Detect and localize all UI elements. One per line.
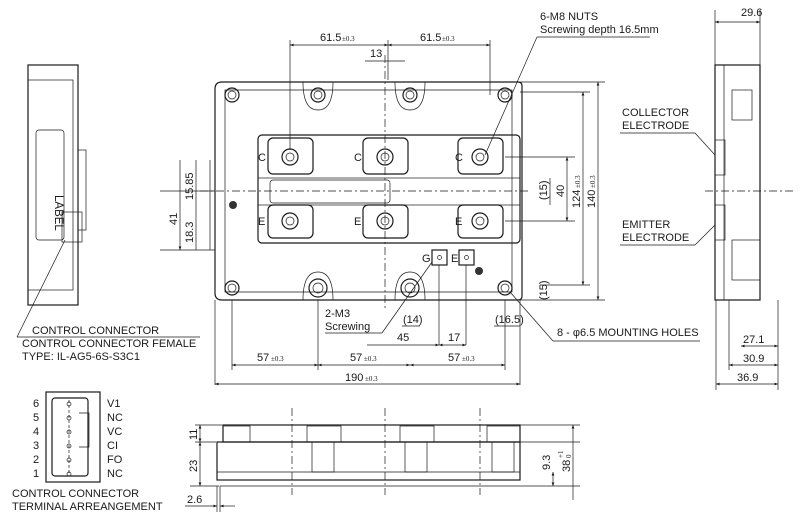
terminal-g-label: G — [422, 253, 431, 265]
bottom-side-view: 11 23 2.6 9.3 38 +1 0 — [185, 408, 580, 512]
mounting-holes — [224, 81, 513, 301]
dim-offset: 13 — [370, 48, 382, 60]
dim-15-bottom: (15) — [538, 280, 550, 300]
dim-tolerance: ±0.3 — [271, 355, 284, 363]
pin-number: 5 — [33, 412, 39, 424]
emitter-label: EMITTER — [622, 219, 670, 231]
nuts-label: 6-M8 NUTS — [540, 11, 598, 23]
pin-number: 3 — [33, 440, 39, 452]
dim-pitch-right: 61.5 — [420, 32, 441, 44]
terminal-c-label: C — [455, 152, 463, 164]
m3-label: 2-M3 — [325, 308, 350, 320]
dim-tolerance: ±0.3 — [442, 35, 455, 43]
connector-caption: CONTROL CONNECTOR — [12, 488, 139, 500]
top-view: C C C E E E G E — [200, 55, 530, 310]
terminal-e-label: E — [258, 216, 265, 228]
dim-57: 57 — [350, 352, 362, 364]
dim-15-85: 15.85 — [184, 172, 196, 200]
dim-38-tol-plus: +1 — [557, 450, 565, 458]
connector-pin — [66, 471, 72, 477]
nuts-depth-label: Screwing depth 16.5mm — [540, 24, 659, 36]
dim-tolerance: ±0.3 — [364, 355, 377, 363]
dim-30-9: 30.9 — [743, 353, 764, 365]
terminal-e-label: E — [354, 216, 361, 228]
dim-38: 38 — [561, 460, 573, 472]
connector-pin — [66, 415, 72, 421]
terminals: C C C E E E G E — [229, 137, 504, 275]
pin-name: FO — [107, 454, 123, 466]
collector-label: COLLECTOR — [622, 107, 689, 119]
dim-tolerance: ±0.3 — [589, 175, 597, 188]
dim-57: 57 — [257, 352, 269, 364]
left-side-view: LABEL CONTROL CONNECTOR CONTROL CONNECTO… — [16, 64, 200, 363]
dim-29-6: 29.6 — [741, 7, 762, 19]
dim-23: 23 — [188, 460, 200, 472]
dim-36-9: 36.9 — [737, 372, 758, 384]
control-connector-label: CONTROL CONNECTOR — [32, 325, 159, 337]
connector-arrangement-caption: TERMINAL ARREANGEMENT — [12, 501, 163, 513]
pin-name: V1 — [107, 398, 120, 410]
dim-pitch-left: 61.5 — [320, 32, 341, 44]
pin-number: 6 — [33, 398, 39, 410]
dim-18-3: 18.3 — [184, 222, 196, 243]
dim-27-1: 27.1 — [743, 334, 764, 346]
dim-40: 40 — [555, 185, 567, 197]
dim-41: 41 — [168, 213, 180, 225]
connector-female-label: CONTROL CONNECTOR FEMALE — [22, 338, 196, 350]
pin-name: CI — [107, 440, 118, 452]
bottom-dimensions: 57 ±0.3 57 ±0.3 57 ±0.3 190 ±0.3 45 17 (… — [214, 261, 700, 386]
dim-15-top: (15) — [538, 180, 550, 200]
dim-tolerance: ±0.3 — [365, 375, 378, 383]
pin-number: 4 — [33, 426, 39, 438]
dim-57: 57 — [448, 352, 460, 364]
mounting-holes-label: 8 - φ6.5 MOUNTING HOLES — [557, 327, 699, 339]
emitter-electrode-label: ELECTRODE — [622, 232, 689, 244]
pin-name: VC — [107, 426, 122, 438]
pin-name: NC — [107, 412, 123, 424]
m3-screwing-label: Screwing — [325, 321, 370, 333]
connector-type-label: TYPE: IL-AG5-6S-S3C1 — [22, 351, 140, 363]
connector-pin — [66, 429, 72, 435]
connector-pin — [66, 443, 72, 449]
dim-16-5: (16.5) — [495, 314, 524, 326]
pin-number: 2 — [33, 454, 39, 466]
dim-tolerance: ±0.3 — [342, 35, 355, 43]
collector-electrode-label: ELECTRODE — [622, 120, 689, 132]
dim-11: 11 — [188, 429, 200, 440]
right-side-view: 29.6 COLLECTOR ELECTRODE EMITTER ELECTRO… — [620, 7, 795, 390]
dim-190: 190 — [345, 372, 363, 384]
dim-tolerance: ±0.3 — [574, 175, 582, 188]
pin-name: NC — [107, 468, 123, 480]
dim-140: 140 — [586, 190, 598, 208]
dim-9-3: 9.3 — [541, 455, 553, 470]
pin-number: 1 — [33, 468, 39, 480]
terminal-e-label: E — [455, 216, 462, 228]
dim-45: 45 — [397, 332, 409, 344]
connector-pin — [66, 401, 72, 407]
terminal-c-label: C — [258, 152, 266, 164]
dim-2-6: 2.6 — [187, 494, 202, 506]
dim-17: 17 — [448, 332, 460, 344]
dim-tolerance: ±0.3 — [462, 355, 475, 363]
terminal-c-label: C — [354, 152, 362, 164]
terminal-e-aux-label: E — [451, 253, 458, 265]
right-dimensions: 140 ±0.3 124 ±0.3 40 (15) (15) — [505, 81, 605, 301]
connector-pin — [66, 457, 72, 463]
dim-14: (14) — [403, 314, 423, 326]
dim-38-tol-minus: 0 — [565, 454, 573, 458]
label-text: LABEL — [52, 195, 64, 231]
top-dimensions: 61.5 ±0.3 61.5 ±0.3 13 6-M8 NUTS Screwin… — [289, 11, 659, 156]
dim-124: 124 — [571, 190, 583, 208]
left-dimensions: 41 18.3 15.85 — [160, 160, 215, 251]
